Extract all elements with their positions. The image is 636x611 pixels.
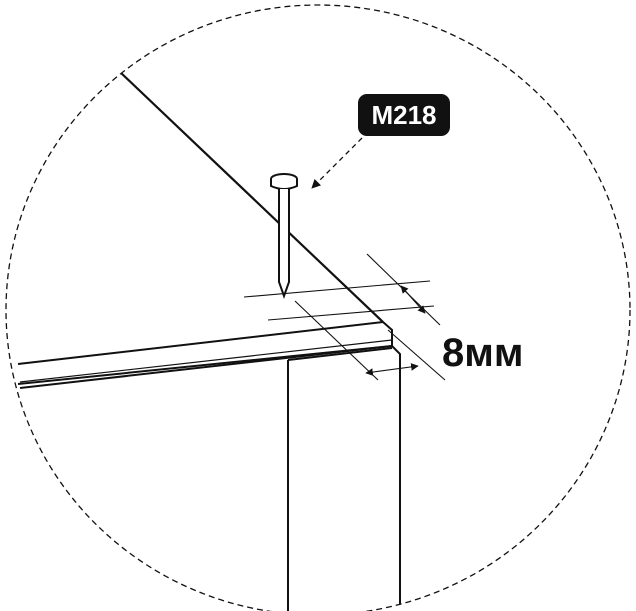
detail-circle (5, 4, 631, 611)
dimension-extension-line-3 (294, 300, 379, 381)
nail-icon (270, 173, 298, 299)
dimension-arrow-bottom (365, 363, 419, 376)
top-panel-bottom-edge (17, 321, 384, 365)
dimension-extension-line-2 (267, 305, 435, 321)
panel-edge-groove-inner (19, 339, 393, 383)
side-panel-top-edge (287, 347, 393, 361)
panel-edge-groove (19, 345, 393, 389)
dimension-text: 8мм (442, 331, 523, 375)
dimension-extension-line-5 (387, 329, 446, 381)
part-label-text: M218 (371, 100, 436, 130)
top-panel-back-edge (119, 71, 384, 323)
dimension-extension-line-1 (243, 280, 431, 298)
side-panel-right-edge (391, 345, 401, 611)
label-leader-arrow (311, 137, 363, 189)
dimension-arrow-top (400, 285, 426, 314)
part-label-badge: M218 (358, 94, 450, 136)
top-panel-front-face (17, 321, 393, 385)
